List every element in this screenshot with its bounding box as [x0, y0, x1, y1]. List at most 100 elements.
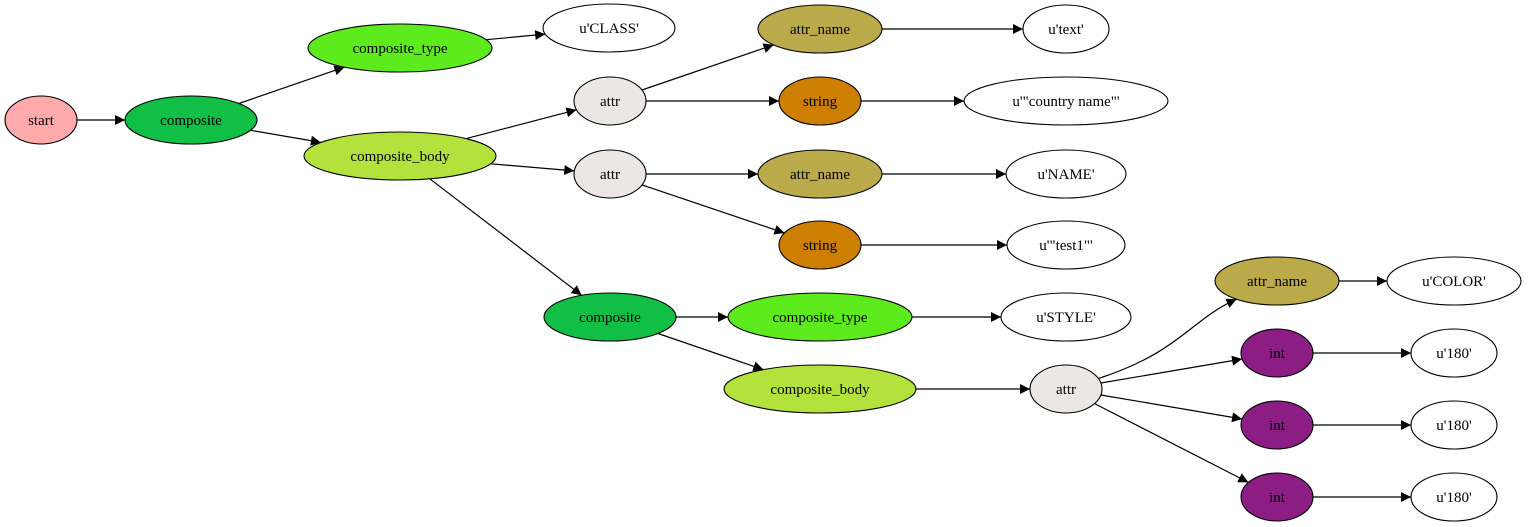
node-label: string — [803, 238, 838, 254]
node-label: composite — [160, 113, 222, 129]
node-int-value-2: u'180' — [1410, 400, 1498, 450]
node-label: attr — [1056, 382, 1076, 398]
edge-attr-3-to-int-2 — [1100, 394, 1243, 423]
node-composite-type-2: composite_type — [727, 292, 913, 342]
node-ellipse — [1005, 149, 1127, 199]
node-label: u'180' — [1436, 418, 1472, 434]
node-class-value: u'CLASS' — [542, 3, 676, 53]
node-test1-value: u'"test1"' — [1006, 220, 1126, 270]
node-layer: start composite composite_type u'CLASS' comp… — [4, 3, 1522, 522]
edge-composite-body-1-to-attr-2 — [490, 163, 575, 176]
node-start: start — [4, 95, 78, 145]
node-ellipse — [1214, 256, 1340, 306]
node-composite-body-2: composite_body — [723, 364, 917, 414]
node-ellipse — [1240, 400, 1314, 450]
node-label: u'"test1"' — [1039, 238, 1093, 254]
node-composite-1: composite — [124, 95, 258, 145]
node-ellipse — [573, 76, 647, 126]
edge-composite-type-1-to-class-value — [486, 30, 546, 41]
edge-attr-3-to-int-1 — [1100, 355, 1243, 384]
edge-composite-body-1-to-attr-1 — [466, 107, 577, 140]
node-text-value: u'text' — [1022, 4, 1110, 54]
node-label: u'STYLE' — [1036, 310, 1096, 326]
node-ellipse — [778, 76, 862, 126]
node-int-1: int — [1240, 328, 1314, 378]
node-composite-2: composite — [543, 292, 677, 342]
node-attr-3: attr — [1029, 364, 1103, 414]
node-int-value-1: u'180' — [1410, 328, 1498, 378]
node-attr-2: attr — [573, 149, 647, 199]
node-label: u'180' — [1436, 490, 1472, 506]
node-label: string — [803, 94, 838, 110]
node-attr-name-2: attr_name — [757, 149, 883, 199]
node-name-value: u'NAME' — [1005, 149, 1127, 199]
node-ellipse — [1386, 256, 1522, 306]
edge-attr-2-to-string-2 — [641, 184, 785, 235]
node-label: attr_name — [1247, 274, 1307, 290]
node-ellipse — [307, 23, 493, 73]
edge-attr-1-to-attr-name-1 — [641, 43, 774, 91]
node-label: u'CLASS' — [579, 21, 639, 37]
node-label: u'COLOR' — [1422, 274, 1486, 290]
edge-attr-3-to-int-3 — [1094, 403, 1249, 483]
node-label: attr — [600, 167, 620, 183]
node-string-1: string — [778, 76, 862, 126]
node-color-value: u'COLOR' — [1386, 256, 1522, 306]
node-ellipse — [1029, 364, 1103, 414]
edge-layer — [77, 24, 1411, 502]
node-ellipse — [1240, 328, 1314, 378]
node-attr-1: attr — [573, 76, 647, 126]
node-ellipse — [727, 292, 913, 342]
node-label: u'text' — [1048, 22, 1084, 38]
edge-attr-3-to-attr-name-3 — [1098, 298, 1237, 380]
node-ellipse — [303, 131, 497, 181]
node-string-2: string — [778, 220, 862, 270]
node-ellipse — [542, 3, 676, 53]
node-label: composite_body — [350, 149, 450, 165]
node-label: start — [28, 113, 55, 129]
node-ellipse — [573, 149, 647, 199]
node-ellipse — [1006, 220, 1126, 270]
node-style-value: u'STYLE' — [1000, 292, 1132, 342]
edge-composite-1-to-composite-body-1 — [250, 129, 322, 146]
node-label: u'"country name"' — [1012, 94, 1120, 110]
node-attr-name-1: attr_name — [757, 4, 883, 54]
node-label: int — [1269, 490, 1286, 506]
node-label: composite_body — [770, 382, 870, 398]
node-label: composite_type — [353, 41, 448, 57]
node-label: composite — [579, 310, 641, 326]
node-ellipse — [1022, 4, 1110, 54]
node-label: int — [1269, 346, 1286, 362]
node-label: u'NAME' — [1037, 167, 1094, 183]
node-ellipse — [963, 76, 1169, 126]
node-attr-name-3: attr_name — [1214, 256, 1340, 306]
node-int-value-3: u'180' — [1410, 472, 1498, 522]
node-ellipse — [1240, 472, 1314, 522]
node-label: attr — [600, 94, 620, 110]
edge-composite-1-to-composite-type-1 — [238, 65, 345, 105]
node-int-3: int — [1240, 472, 1314, 522]
node-ellipse — [1410, 472, 1498, 522]
node-label: attr_name — [790, 167, 850, 183]
node-country-name-value: u'"country name"' — [963, 76, 1169, 126]
node-label: composite_type — [773, 310, 868, 326]
node-ellipse — [757, 149, 883, 199]
node-ellipse — [723, 364, 917, 414]
node-int-2: int — [1240, 400, 1314, 450]
node-ellipse — [543, 292, 677, 342]
node-composite-body-1: composite_body — [303, 131, 497, 181]
node-label: int — [1269, 418, 1286, 434]
node-label: u'180' — [1436, 346, 1472, 362]
node-ellipse — [757, 4, 883, 54]
node-ellipse — [4, 95, 78, 145]
node-ellipse — [1410, 328, 1498, 378]
node-ellipse — [1000, 292, 1132, 342]
node-composite-type-1: composite_type — [307, 23, 493, 73]
edge-composite-body-1-to-composite-2 — [429, 178, 583, 296]
edge-composite-2-to-composite-body-2 — [657, 332, 764, 372]
node-ellipse — [778, 220, 862, 270]
node-ellipse — [1410, 400, 1498, 450]
node-ellipse — [124, 95, 258, 145]
node-label: attr_name — [790, 22, 850, 38]
